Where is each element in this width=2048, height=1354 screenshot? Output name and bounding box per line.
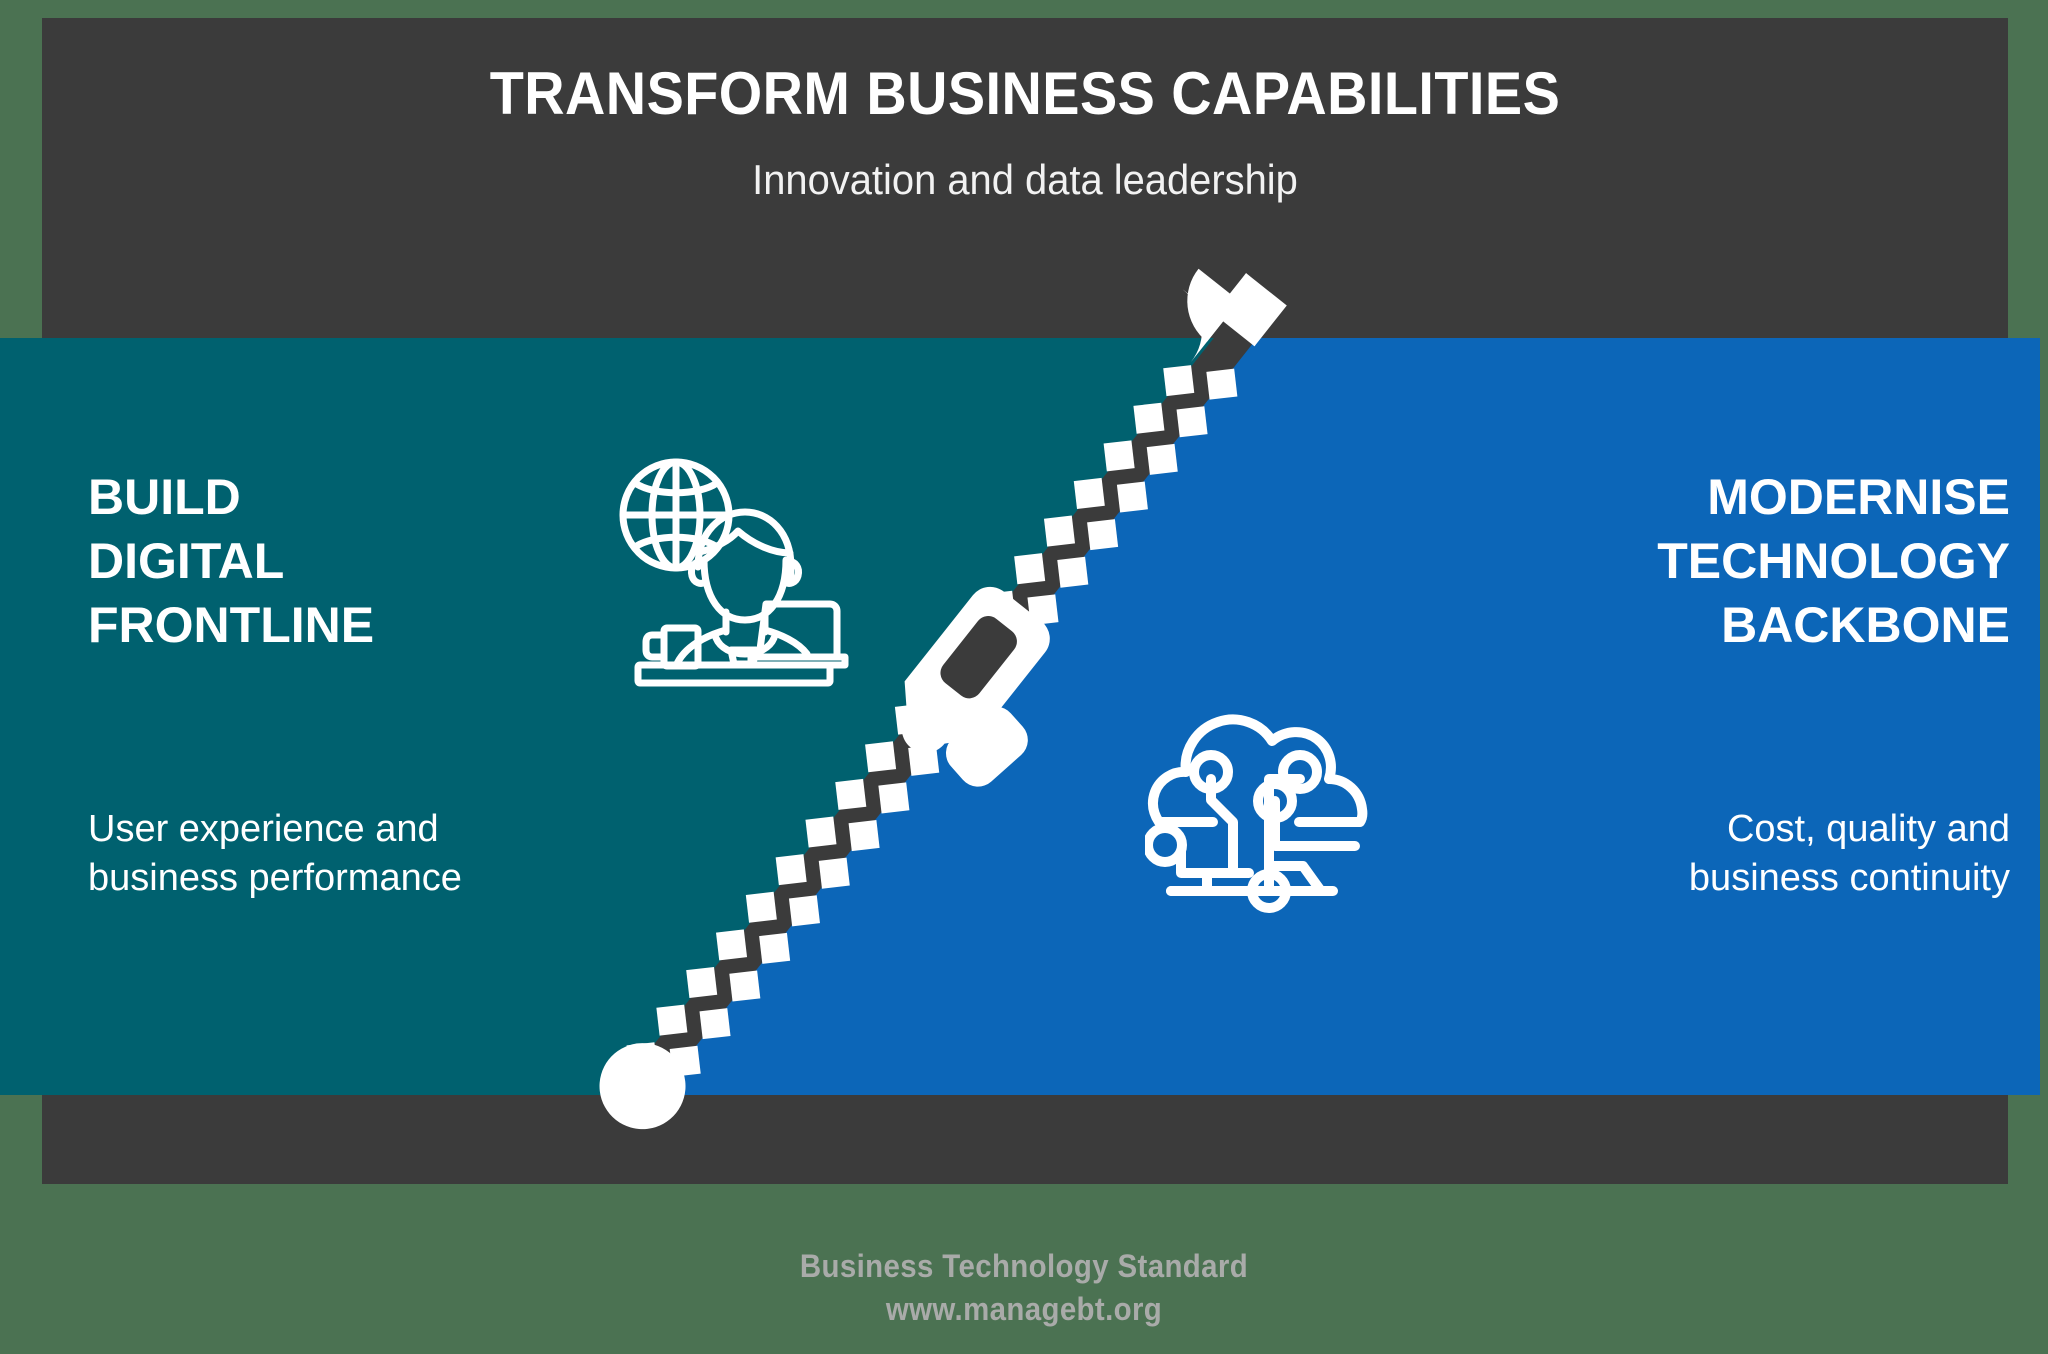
left-panel-subtitle-line-2: business performance [88, 857, 462, 900]
page-title: TRANSFORM BUSINESS CAPABILITIES [489, 60, 1561, 127]
cloud-circuit-icon [1145, 714, 1368, 913]
left-panel-subtitle-line-1: User experience and [88, 808, 439, 850]
page-subtitle: Innovation and data leadership [752, 156, 1298, 204]
right-panel-background [635, 338, 2040, 1095]
person-at-desk-globe-icon [619, 458, 849, 687]
header-block: TRANSFORM BUSINESS CAPABILITIES Innovati… [42, 60, 2008, 206]
left-panel-title-line-1: BUILD [88, 469, 241, 525]
left-panel-title-line-2: DIGITAL [88, 533, 285, 589]
right-panel-title-line-2: TECHNOLOGY [1657, 533, 2010, 589]
left-panel-title: BUILD DIGITAL FRONTLINE [88, 465, 374, 657]
left-panel-subtitle: User experience and business performance [88, 805, 462, 904]
right-panel-background-clip [0, 338, 2040, 1095]
right-panel-title-line-1: MODERNISE [1707, 469, 2010, 525]
left-panel-title-line-3: FRONTLINE [88, 597, 375, 653]
right-panel-title: MODERNISE TECHNOLOGY BACKBONE [1657, 465, 2010, 657]
right-panel-subtitle: Cost, quality and business continuity [1689, 805, 2010, 904]
footer: Business Technology Standard www.manageb… [82, 1245, 1966, 1331]
footer-line-1: Business Technology Standard [799, 1248, 1249, 1284]
right-panel-title-line-3: BACKBONE [1721, 597, 2010, 653]
footer-line-2: www.managebt.org [885, 1291, 1163, 1328]
right-panel-subtitle-line-2: business continuity [1688, 857, 2010, 900]
right-panel-subtitle-line-1: Cost, quality and [1726, 808, 2010, 850]
